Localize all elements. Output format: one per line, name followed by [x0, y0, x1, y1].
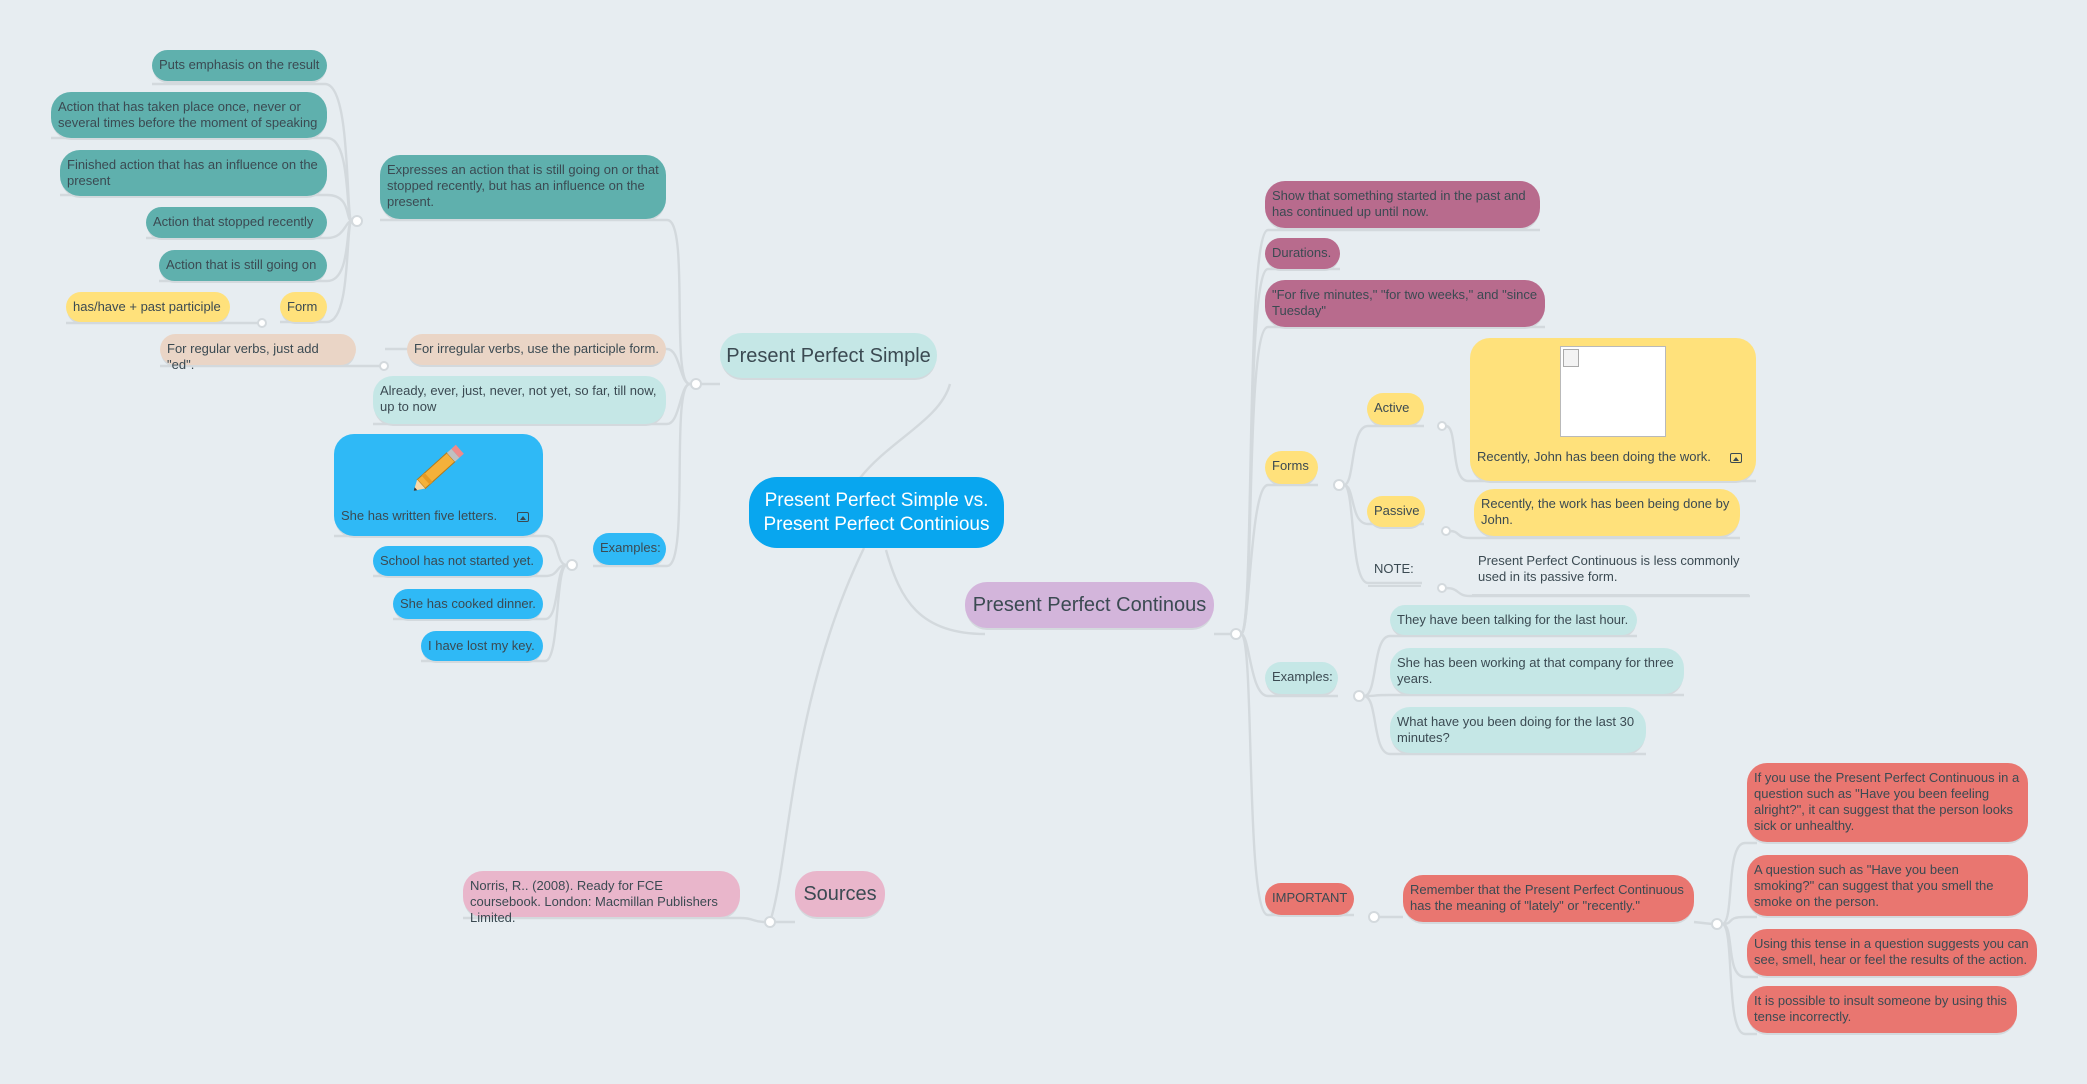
branch-sources[interactable]: Sources: [795, 871, 885, 917]
pps-use-taken-place[interactable]: Action that has taken place once, never …: [51, 92, 327, 138]
ppc-examples-label[interactable]: Examples:: [1265, 662, 1338, 694]
ppc-example-working[interactable]: She has been working at that company for…: [1390, 648, 1684, 694]
branch-present-perfect-simple[interactable]: Present Perfect Simple: [720, 333, 937, 378]
pps-example-school[interactable]: School has not started yet.: [373, 546, 543, 576]
ppc-use-for-since[interactable]: "For five minutes," "for two weeks," and…: [1265, 280, 1545, 327]
ppc-example-doing[interactable]: What have you been doing for the last 30…: [1390, 707, 1646, 753]
ppc-important-label[interactable]: IMPORTANT: [1265, 883, 1354, 915]
ppc-example-talking[interactable]: They have been talking for the last hour…: [1390, 605, 1637, 635]
ppc-important-text[interactable]: Remember that the Present Perfect Contin…: [1403, 875, 1694, 922]
ppc-note-label[interactable]: NOTE:: [1367, 554, 1422, 585]
example-text: Recently, John has been doing the work.: [1477, 449, 1711, 464]
branch-title: Sources: [803, 883, 877, 905]
ppc-use-durations[interactable]: Durations.: [1265, 238, 1340, 269]
ppc-active-example[interactable]: Recently, John has been doing the work.: [1470, 338, 1756, 481]
pps-signal-words[interactable]: Already, ever, just, never, not yet, so …: [373, 376, 666, 424]
broken-image-icon: [1560, 346, 1666, 437]
branch-title: Present Perfect Simple: [726, 344, 931, 367]
pps-example-cooked[interactable]: She has cooked dinner.: [393, 589, 543, 619]
pps-regular-verbs[interactable]: For regular verbs, just add "ed".: [160, 334, 356, 372]
ppc-note-text[interactable]: Present Perfect Continuous is less commo…: [1471, 546, 1750, 594]
pps-example-written-letters[interactable]: She has written five letters.: [334, 434, 543, 536]
ppc-important-point-1[interactable]: If you use the Present Perfect Continuou…: [1747, 763, 2028, 842]
example-text: She has written five letters.: [341, 508, 498, 523]
branch-present-perfect-continous[interactable]: Present Perfect Continous: [965, 582, 1214, 628]
root-topic-title: Present Perfect Simple vs. Present Perfe…: [763, 489, 990, 535]
ppc-passive-label[interactable]: Passive: [1367, 496, 1425, 527]
pps-use-still-going-on[interactable]: Action that is still going on: [159, 250, 327, 281]
pps-use-emphasis[interactable]: Puts emphasis on the result: [152, 50, 327, 81]
pps-examples-label[interactable]: Examples:: [593, 533, 666, 565]
pps-example-lost-key[interactable]: I have lost my key.: [421, 631, 543, 661]
root-topic[interactable]: Present Perfect Simple vs. Present Perfe…: [749, 477, 1004, 548]
pencil-icon: [413, 444, 464, 491]
ppc-important-point-3[interactable]: Using this tense in a question suggests …: [1747, 929, 2037, 976]
pps-form-value[interactable]: has/have + past participle: [66, 292, 230, 322]
ppc-forms-label[interactable]: Forms: [1265, 451, 1318, 484]
ppc-important-point-2[interactable]: A question such as "Have you been smokin…: [1747, 855, 2028, 916]
sources-citation[interactable]: Norris, R.. (2008). Ready for FCE course…: [463, 871, 740, 925]
ppc-use-started-past[interactable]: Show that something started in the past …: [1265, 181, 1540, 228]
ppc-passive-example[interactable]: Recently, the work has been being done b…: [1474, 489, 1740, 536]
image-icon[interactable]: [517, 512, 529, 522]
ppc-important-point-4[interactable]: It is possible to insult someone by usin…: [1747, 986, 2017, 1033]
image-icon[interactable]: [1730, 453, 1742, 463]
ppc-active-label[interactable]: Active: [1367, 393, 1424, 425]
branch-title: Present Perfect Continous: [972, 594, 1207, 616]
pps-use-stopped-recently[interactable]: Action that stopped recently: [146, 207, 327, 238]
pps-expresses-node[interactable]: Expresses an action that is still going …: [380, 155, 666, 219]
pps-use-finished-action[interactable]: Finished action that has an influence on…: [60, 150, 327, 196]
pps-irregular-verbs[interactable]: For irregular verbs, use the participle …: [407, 334, 666, 365]
pps-form-label[interactable]: Form: [280, 292, 327, 322]
